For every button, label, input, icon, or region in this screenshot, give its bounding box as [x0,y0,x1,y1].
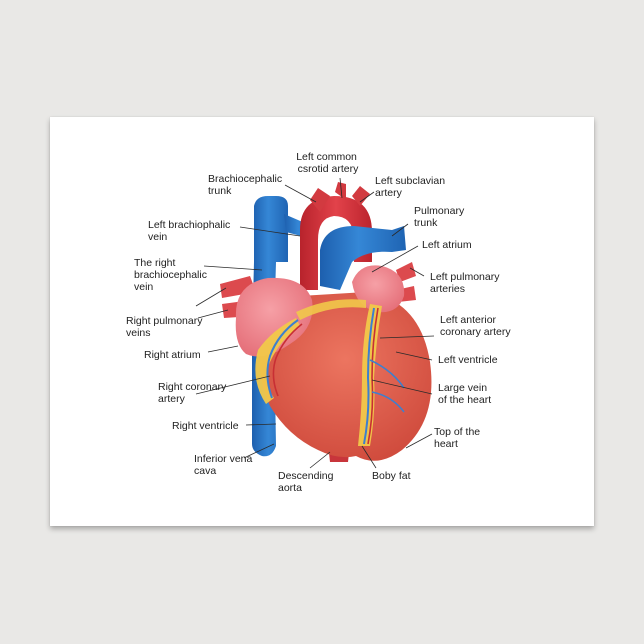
label-line: Left ventricle [438,354,498,366]
right-coronary-vessel [266,319,299,399]
label-line: trunk [414,217,438,229]
label-line: trunk [208,185,232,197]
label-right-ventricle: Right ventricle [172,420,239,432]
left-pulmonary-artery-upper [396,262,416,282]
label-line: artery [158,393,186,405]
label-brachiocephalic-trunk: Brachiocephalic trunk [208,173,285,197]
brachiocephalic-trunk-shape [310,188,330,212]
label-line: Inferior vena [194,453,253,465]
label-line: veins [126,327,151,339]
label-right-atrium: Right atrium [144,349,201,361]
label-left-common-carotid: Left common csrotid artery [296,151,360,175]
label-line: brachiocephalic [134,269,207,281]
label-left-atrium: Left atrium [422,239,472,251]
label-line: Right atrium [144,349,201,361]
coronary-fat-anterior [358,304,382,446]
label-right-coronary-artery: Right coronary artery [158,381,229,405]
label-line: Right coronary [158,381,227,393]
label-left-brachiophalic-vein: Left brachiophalic vein [148,219,233,243]
label-line: heart [434,438,458,450]
anterior-coronary-vessel [363,307,375,445]
label-line: vein [148,231,167,243]
label-line: Boby fat [372,470,411,482]
label-line: Left atrium [422,239,472,251]
label-line: The right [134,257,176,269]
label-left-anterior-coronary: Left anterior coronary artery [440,314,511,338]
label-line: Right ventricle [172,420,239,432]
pulmonary-trunk-shape [320,226,406,290]
label-descending-aorta: Descending aorta [278,470,336,494]
label-top-of-heart: Top of the heart [434,426,483,450]
label-left-subclavian: Left subclavian artery [375,175,448,199]
label-line: Left anterior [440,314,497,326]
label-line: cava [194,465,216,477]
label-line: artery [375,187,403,199]
label-line: Brachiocephalic [208,173,282,185]
leader-lines [195,177,435,469]
label-line: Left common [296,151,357,163]
label-right-brachiocephalic-vein: The right brachiocephalic vein [134,257,210,293]
coronary-fat-right [255,318,300,404]
heart-illustration [220,182,432,462]
label-left-ventricle: Left ventricle [438,354,498,366]
label-right-pulmonary-veins: Right pulmonary veins [126,315,205,339]
label-line: Top of the [434,426,480,438]
anterior-coronary-artery-line [367,307,379,445]
label-line: Left brachiophalic [148,219,230,231]
label-line: Pulmonary [414,205,465,217]
labels: Left common csrotid artery Brachiocephal… [126,151,511,494]
left-common-carotid-shape [335,182,346,200]
aortic-arch [300,196,372,290]
label-body-fat: Boby fat [372,470,411,482]
right-coronary-artery-line [272,323,303,397]
label-line: Descending [278,470,334,482]
label-line: Right pulmonary [126,315,203,327]
label-line: Left subclavian [375,175,445,187]
label-line: of the heart [438,394,491,406]
label-line: arteries [430,283,465,295]
label-line: Large vein [438,382,487,394]
label-large-vein: Large vein of the heart [438,382,491,406]
large-vein-branch [369,359,405,413]
label-line: aorta [278,482,302,494]
left-subclavian-shape [352,186,370,206]
coronary-fat-top [296,299,366,320]
label-line: Left pulmonary [430,271,500,283]
label-line: coronary artery [440,326,511,338]
label-pulmonary-trunk: Pulmonary trunk [414,205,467,229]
right-atrium-shape [235,277,313,357]
ventricles [259,292,432,461]
label-left-pulmonary-arteries: Left pulmonary arteries [430,271,502,295]
label-inferior-vena-cava: Inferior vena cava [194,453,255,477]
label-line: vein [134,281,153,293]
label-line: csrotid artery [298,163,359,175]
